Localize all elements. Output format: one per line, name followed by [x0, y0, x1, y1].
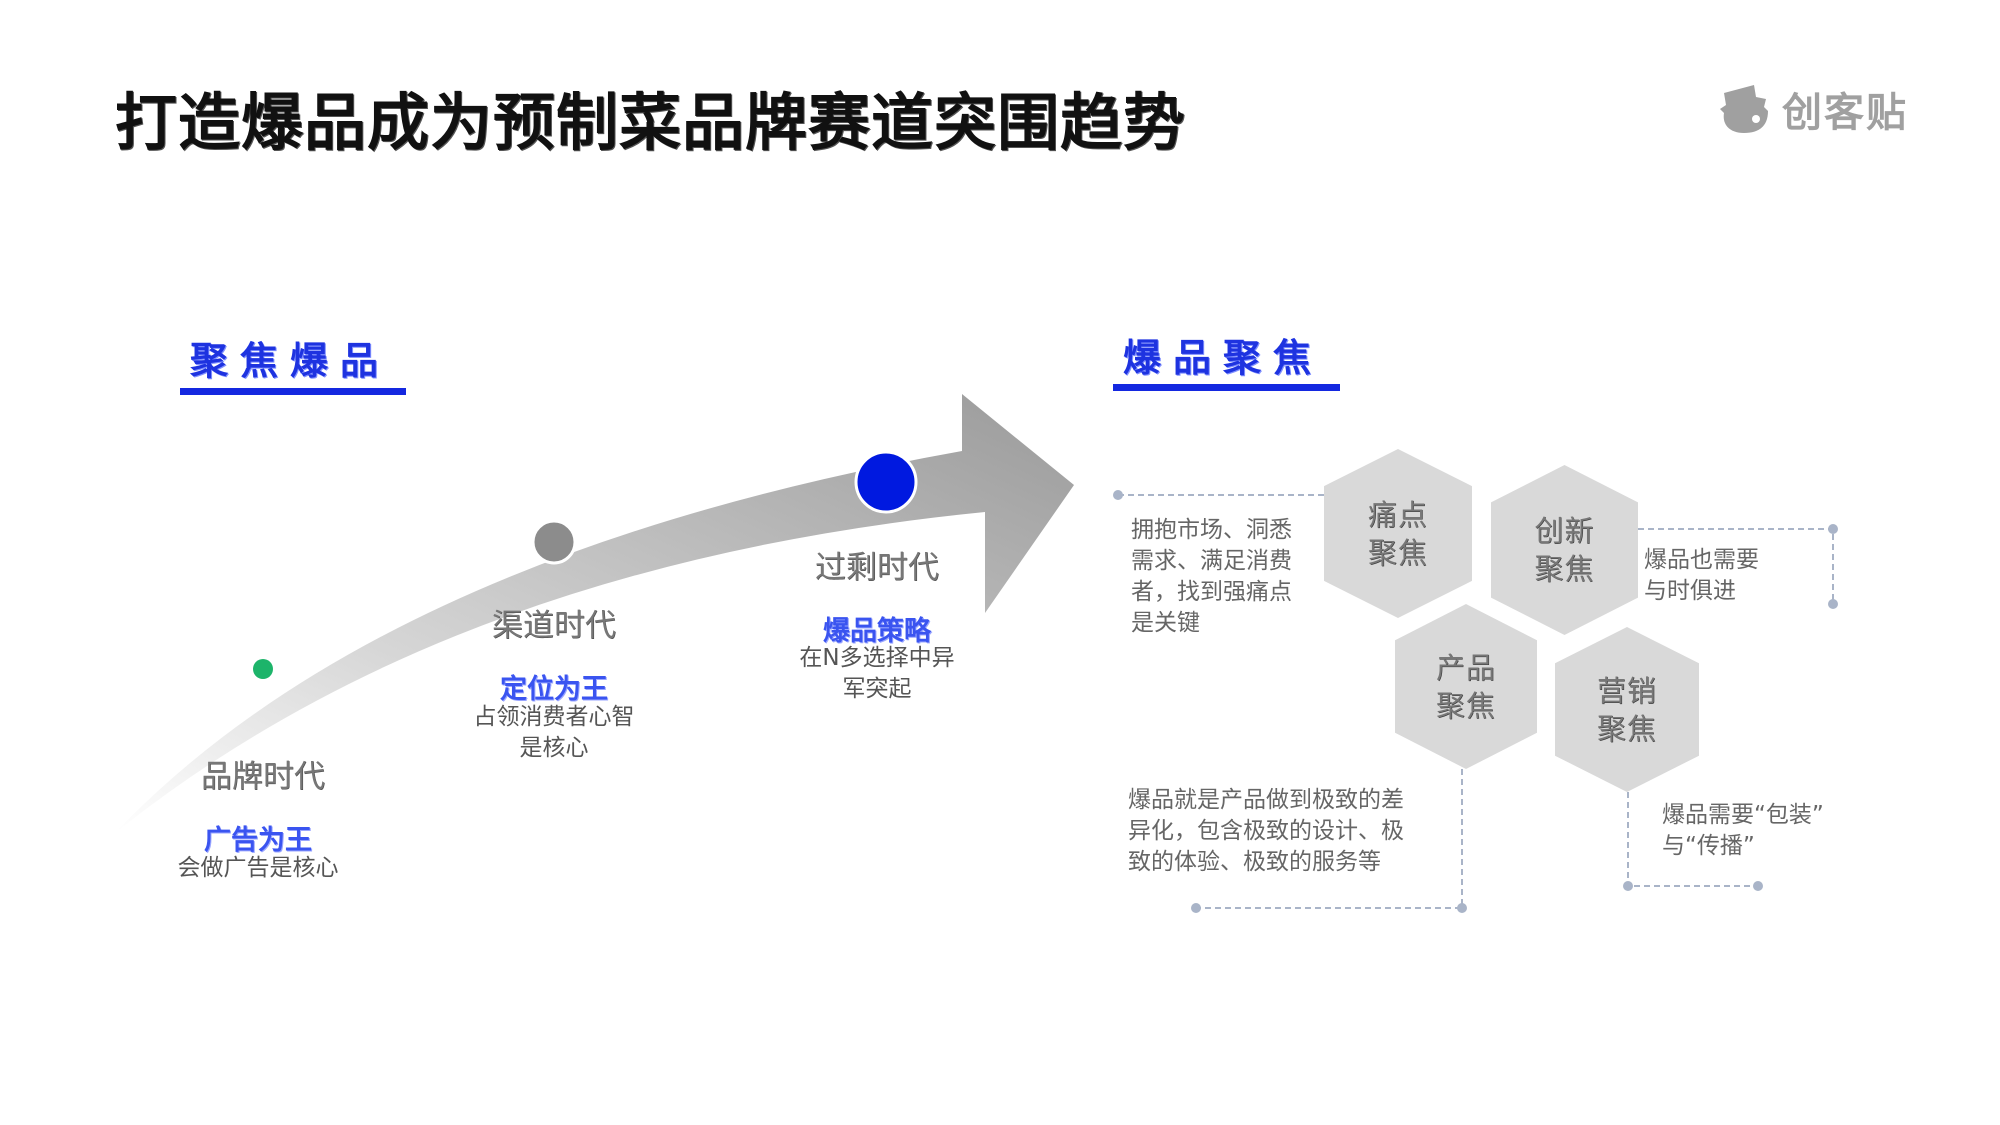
era-dot-brand — [253, 659, 273, 679]
growth-arrow — [115, 394, 1074, 833]
hexagon-innovation-focus: 创新 聚焦 — [1491, 465, 1638, 635]
era-slogan-channel: 定位为王 — [500, 674, 608, 705]
hexagon-marketing-focus: 营销 聚焦 — [1555, 627, 1699, 792]
hex-label: 聚焦 — [1367, 535, 1428, 570]
era-dot-channel — [531, 519, 577, 565]
hex-label: 营销 — [1596, 673, 1657, 708]
era-label-surplus: 过剩时代 — [815, 550, 939, 586]
era-label-channel: 渠道时代 — [492, 608, 616, 644]
era-slogan-surplus: 爆品策略 — [823, 616, 931, 647]
right-heading-underline — [1113, 384, 1340, 391]
note-product: 爆品就是产品做到极致的差异化，包含极致的设计、极致的体验、极致的服务等 — [1128, 787, 1404, 875]
hex-label: 聚焦 — [1435, 688, 1496, 723]
hex-label: 聚焦 — [1534, 552, 1595, 586]
note-marketing: 爆品需要“包装”与“传播” — [1662, 802, 1824, 859]
hat-face-logo-icon — [1720, 85, 1768, 133]
era-slogan-brand: 广告为王 — [204, 825, 312, 856]
hexagon-pain-focus: 痛点 聚焦 — [1324, 449, 1472, 618]
era-desc-surplus: 在N多选择中异军突起 — [799, 645, 955, 702]
note-innovation: 爆品也需要与时俱进 — [1644, 547, 1759, 604]
era-desc-brand: 会做广告是核心 — [177, 855, 339, 881]
hexagon-product-focus: 产品 聚焦 — [1395, 604, 1537, 769]
hex-label: 痛点 — [1367, 497, 1428, 532]
page-title: 打造爆品成为预制菜品牌赛道突围趋势 — [115, 86, 1187, 159]
right-section-heading: 爆品聚焦 — [1123, 336, 1324, 380]
hex-label: 创新 — [1534, 514, 1595, 548]
brand-logo: 创客贴 — [1718, 80, 1908, 138]
era-dot-surplus — [854, 450, 918, 514]
left-section-heading: 聚焦爆品 — [190, 339, 391, 383]
note-pain: 拥抱市场、洞悉需求、满足消费者，找到强痛点是关键 — [1131, 517, 1292, 636]
era-desc-channel: 占领消费者心智是核心 — [473, 704, 635, 761]
hex-label: 产品 — [1435, 650, 1496, 685]
era-label-brand: 品牌时代 — [201, 759, 325, 795]
logo-text: 创客贴 — [1782, 90, 1908, 136]
hex-label: 聚焦 — [1596, 711, 1657, 746]
left-heading-underline — [180, 388, 406, 395]
